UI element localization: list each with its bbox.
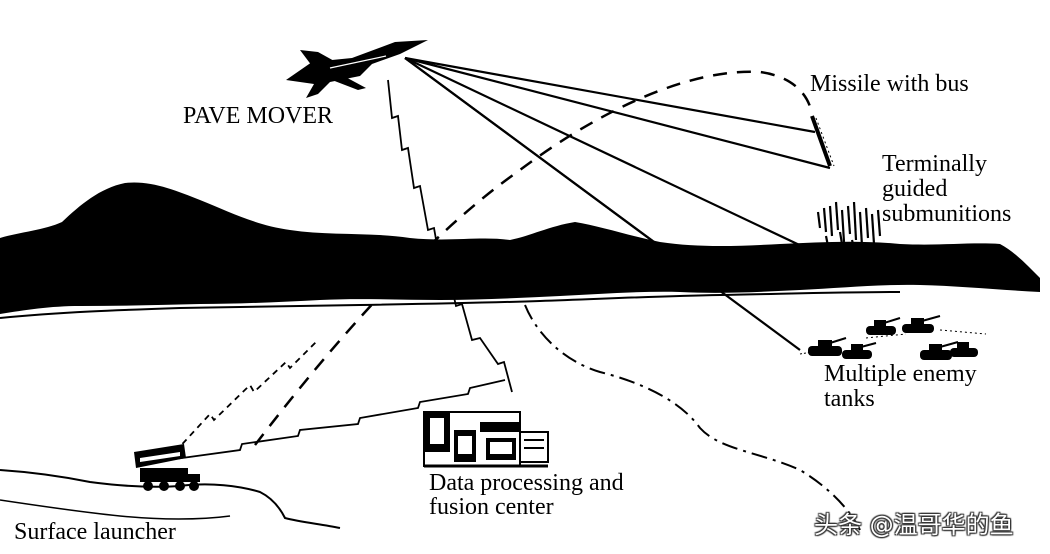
datalink-aircraft-to-center — [387, 79, 513, 393]
tank — [902, 315, 941, 333]
mountain-shoreline — [0, 291, 901, 319]
label-enemy-tanks-line1: Multiple enemy — [824, 361, 977, 387]
missile-bus — [810, 115, 835, 167]
tank — [950, 342, 978, 357]
terrain-contour-2 — [0, 499, 231, 520]
datalink-center-to-launcher — [149, 379, 506, 463]
pave-mover-aircraft — [286, 40, 428, 98]
label-pave-mover: PAVE MOVER — [183, 103, 334, 129]
tank — [842, 342, 877, 359]
label-missile-with-bus: Missile with bus — [810, 71, 969, 97]
tank — [866, 317, 901, 335]
submunitions — [816, 201, 882, 249]
surface-launcher — [134, 444, 200, 491]
beam-to-submunitions — [404, 57, 811, 251]
beam-to-missile-lower — [404, 56, 831, 170]
beam-to-missile-upper — [404, 56, 816, 134]
radar-beams — [404, 56, 831, 351]
tank — [808, 337, 847, 356]
mountain-ridge — [0, 182, 1040, 314]
label-terminally-guided-line2: guided — [882, 176, 948, 202]
watermark: 头条 @温哥华的鱼 — [814, 511, 1014, 539]
enemy-tanks — [808, 315, 978, 360]
label-fusion-center-line1: Data processing and — [429, 470, 624, 496]
label-fusion-center-line2: fusion center — [429, 494, 554, 520]
datalink-launcher-to-missile — [174, 339, 319, 453]
beam-to-ridge — [404, 57, 666, 251]
label-terminally-guided-line3: submunitions — [882, 201, 1012, 227]
tank-dust — [799, 329, 987, 355]
foreground-terrain — [0, 469, 341, 529]
fusion-center — [423, 411, 549, 468]
missile-trajectory — [254, 70, 814, 446]
label-terminally-guided-line1: Terminally — [882, 151, 987, 177]
tank — [920, 341, 959, 360]
label-enemy-tanks-line2: tanks — [824, 386, 875, 412]
label-surface-launcher: Surface launcher — [14, 519, 176, 545]
bus-path — [524, 304, 861, 531]
